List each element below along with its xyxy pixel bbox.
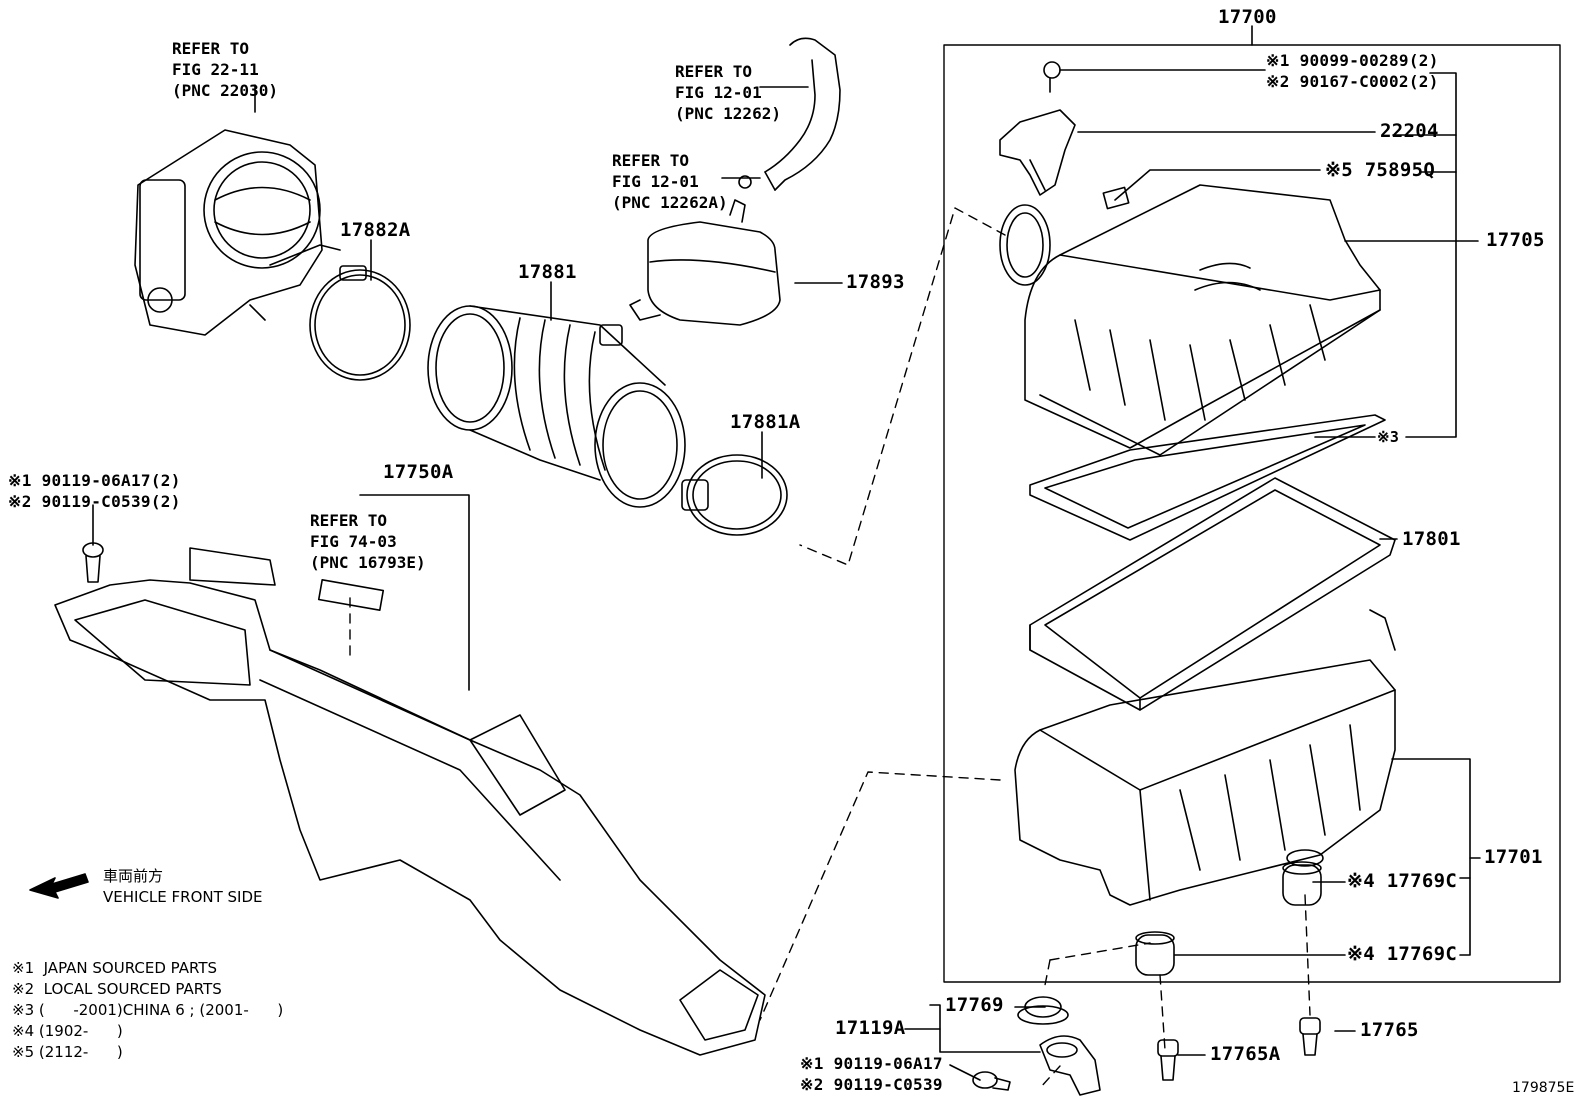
ref-clip: REFER TO FIG 12-01 (PNC 12262A) bbox=[612, 151, 728, 212]
intake-hose-17881 bbox=[427, 305, 686, 508]
breather-hose bbox=[764, 37, 841, 191]
label-17750a: 17750A bbox=[383, 461, 454, 483]
label-90119-c0539: ※2 90119-C0539 bbox=[800, 1075, 943, 1094]
label-17705: 17705 bbox=[1486, 229, 1545, 251]
label-17701: 17701 bbox=[1484, 846, 1543, 868]
label-75895q bbox=[1102, 186, 1130, 210]
pin-17765 bbox=[1299, 1017, 1321, 1056]
clamp-17881a bbox=[681, 454, 788, 536]
label-17769: 17769 bbox=[945, 994, 1004, 1016]
gasket bbox=[1029, 414, 1386, 541]
label-17893: 17893 bbox=[846, 271, 905, 293]
throttle-body bbox=[134, 129, 341, 336]
footnotes: ※1 JAPAN SOURCED PARTS ※2 LOCAL SOURCED … bbox=[12, 959, 284, 1061]
label-90119-c0539-2: ※2 90119-C0539(2) bbox=[8, 492, 181, 511]
label-75895q: ※5 75895Q bbox=[1325, 159, 1436, 181]
air-filter-17801 bbox=[1029, 477, 1396, 711]
grommet-17769 bbox=[1017, 996, 1069, 1025]
assembly-box bbox=[943, 44, 1561, 983]
label-17801: 17801 bbox=[1402, 528, 1461, 550]
air-duct-17750a bbox=[54, 547, 766, 1056]
grommet-17769c-a bbox=[1282, 861, 1322, 906]
label-90167-c0002: ※2 90167-C0002(2) bbox=[1266, 72, 1439, 91]
label-17881a: 17881A bbox=[730, 411, 801, 433]
label-17882a: 17882A bbox=[340, 219, 411, 241]
label-17700: 17700 bbox=[1218, 6, 1277, 28]
label-17765a: 17765A bbox=[1210, 1043, 1281, 1065]
label-17769c-a: ※4 17769C bbox=[1347, 870, 1458, 892]
ref-throttle-body: REFER TO FIG 22-11 (PNC 22030) bbox=[172, 39, 278, 100]
label-17769c-b: ※4 17769C bbox=[1347, 943, 1458, 965]
pin-17765a bbox=[1157, 1039, 1179, 1081]
label-17881: 17881 bbox=[518, 261, 577, 283]
ref-label: REFER TO FIG 74-03 (PNC 16793E) bbox=[310, 511, 426, 572]
air-cleaner-cap-17705 bbox=[999, 184, 1381, 456]
ref-hose: REFER TO FIG 12-01 (PNC 12262) bbox=[675, 62, 781, 123]
mass-air-flow-sensor bbox=[999, 109, 1076, 196]
resonator-17893 bbox=[629, 175, 781, 326]
vehicle-front-label: 車両前方 VEHICLE FRONT SIDE bbox=[103, 867, 263, 906]
label-17119a: 17119A bbox=[835, 1017, 906, 1039]
front-arrow-icon bbox=[29, 873, 89, 899]
grommet-17769c-b bbox=[1135, 931, 1175, 976]
bracket-17119a bbox=[1039, 1035, 1101, 1096]
label-22204: 22204 bbox=[1380, 120, 1439, 142]
label-note-3: ※3 bbox=[1377, 428, 1400, 446]
diagram-id: 179875E bbox=[1512, 1080, 1575, 1096]
label-17765: 17765 bbox=[1360, 1019, 1419, 1041]
bolt-lower bbox=[972, 1071, 1011, 1091]
air-cleaner-case-17701 bbox=[1014, 609, 1396, 906]
label-90119-06a17: ※1 90119-06A17 bbox=[800, 1054, 943, 1073]
bolt-left bbox=[82, 542, 104, 583]
clamp-17882a bbox=[309, 265, 411, 381]
label-90099-00289: ※1 90099-00289(2) bbox=[1266, 51, 1439, 70]
label-90119-06a17-2: ※1 90119-06A17(2) bbox=[8, 471, 181, 490]
screw bbox=[1043, 61, 1061, 93]
